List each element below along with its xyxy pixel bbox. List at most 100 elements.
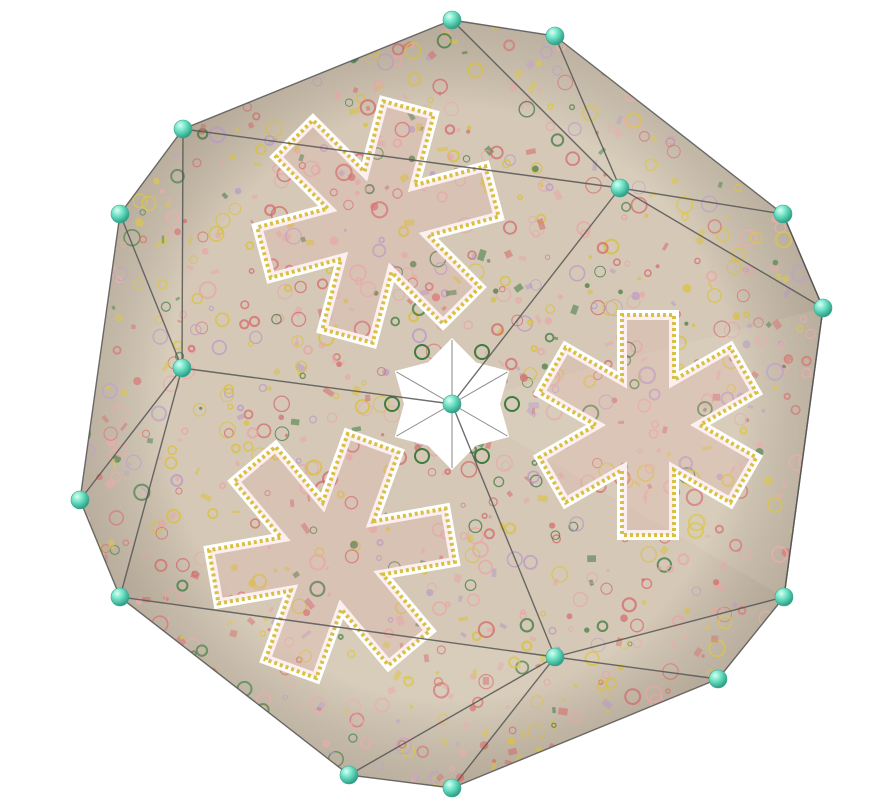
protein-ring bbox=[113, 267, 128, 282]
protein-ring bbox=[674, 55, 689, 70]
protein-ring bbox=[115, 403, 122, 409]
protein-ring bbox=[787, 679, 793, 685]
protein-ring bbox=[791, 713, 797, 719]
protein-helix bbox=[324, 565, 330, 571]
protein-ring bbox=[295, 360, 308, 373]
protein-ring bbox=[508, 726, 517, 735]
protein-ring bbox=[376, 538, 384, 547]
pore-rim-protein bbox=[414, 344, 430, 360]
protein-ring bbox=[306, 459, 323, 476]
protein-ring bbox=[592, 457, 603, 469]
protein-node bbox=[97, 120, 105, 127]
capsid-edge bbox=[451, 19, 621, 189]
vertex-sphere-icon bbox=[70, 490, 90, 510]
protein-helix bbox=[180, 105, 186, 111]
protein-node bbox=[243, 420, 250, 426]
protein-helix bbox=[415, 123, 423, 132]
vertex-spheres bbox=[70, 10, 833, 798]
protein-ring bbox=[175, 558, 190, 572]
protein-ring bbox=[195, 644, 209, 657]
protein-helix bbox=[659, 545, 669, 556]
protein-ring bbox=[783, 354, 794, 364]
protein-ring bbox=[129, 693, 138, 701]
protein-ring bbox=[391, 43, 405, 56]
protein-ring bbox=[374, 697, 390, 713]
protein-helix bbox=[105, 221, 117, 227]
protein-helix bbox=[536, 218, 546, 231]
protein-ring bbox=[361, 380, 367, 386]
protein-ring bbox=[666, 97, 673, 104]
protein-helix bbox=[702, 407, 708, 413]
protein-helix bbox=[799, 683, 809, 687]
protein-helix bbox=[639, 757, 643, 762]
protein-ring bbox=[723, 321, 741, 339]
protein-node bbox=[734, 243, 738, 247]
protein-ring bbox=[139, 235, 148, 244]
protein-helix bbox=[249, 85, 255, 92]
protein-ring bbox=[705, 71, 712, 78]
protein-ring bbox=[460, 460, 478, 478]
protein-helix bbox=[102, 702, 108, 708]
protein-ring bbox=[273, 20, 289, 27]
protein-ring bbox=[407, 72, 422, 87]
protein-node bbox=[684, 608, 690, 614]
protein-helix bbox=[213, 676, 219, 681]
protein-ring bbox=[605, 299, 623, 317]
protein-ring bbox=[677, 553, 690, 566]
protein-ring bbox=[568, 521, 579, 532]
protein-helix bbox=[253, 162, 261, 167]
protein-node bbox=[174, 228, 182, 236]
protein-helix bbox=[695, 59, 705, 68]
protein-helix bbox=[109, 127, 117, 134]
protein-helix bbox=[229, 629, 238, 638]
protein-ring bbox=[802, 646, 814, 657]
protein-ring bbox=[219, 421, 236, 439]
protein-node bbox=[299, 707, 304, 711]
protein-ring bbox=[786, 143, 801, 157]
capsid-edge bbox=[181, 128, 184, 369]
capsid-edge bbox=[119, 367, 183, 598]
protein-node bbox=[641, 777, 645, 781]
protein-ring bbox=[128, 644, 146, 662]
protein-ring bbox=[142, 549, 151, 558]
protein-ring bbox=[586, 572, 598, 584]
protein-ring bbox=[364, 186, 371, 193]
protein-helix bbox=[441, 305, 447, 312]
capsid-edge bbox=[554, 596, 785, 658]
protein-node bbox=[273, 568, 278, 573]
protein-helix bbox=[307, 494, 311, 502]
protein-ring bbox=[224, 749, 240, 765]
protein-ring bbox=[737, 669, 747, 679]
protein-helix bbox=[80, 26, 87, 37]
protein-ring bbox=[141, 429, 151, 438]
protein-ring bbox=[131, 157, 140, 166]
protein-ring bbox=[644, 269, 652, 277]
protein-ring bbox=[551, 566, 568, 583]
protein-helix bbox=[780, 128, 787, 135]
protein-ring bbox=[187, 671, 204, 688]
protein-ring bbox=[547, 102, 554, 110]
protein-helix bbox=[642, 489, 649, 501]
protein-node bbox=[657, 566, 663, 571]
protein-helix bbox=[156, 456, 162, 460]
protein-node bbox=[631, 291, 640, 301]
protein-helix bbox=[817, 131, 821, 138]
protein-helix bbox=[453, 573, 463, 584]
protein-ring bbox=[569, 711, 583, 725]
protein-ring bbox=[670, 91, 679, 100]
protein-ring bbox=[214, 312, 230, 328]
protein-node bbox=[322, 739, 331, 748]
protein-ring bbox=[427, 467, 437, 477]
protein-helix bbox=[458, 616, 469, 622]
protein-helix bbox=[104, 620, 115, 629]
protein-ring bbox=[499, 285, 506, 293]
protein-helix bbox=[572, 682, 579, 689]
protein-ring bbox=[537, 179, 551, 192]
protein-ring bbox=[652, 735, 664, 747]
protein-ring bbox=[359, 737, 372, 749]
rim-facet bbox=[80, 368, 182, 597]
protein-helix bbox=[787, 682, 798, 686]
capsid-edge bbox=[181, 367, 453, 405]
protein-ring bbox=[815, 776, 823, 788]
protein-ring bbox=[208, 225, 225, 242]
